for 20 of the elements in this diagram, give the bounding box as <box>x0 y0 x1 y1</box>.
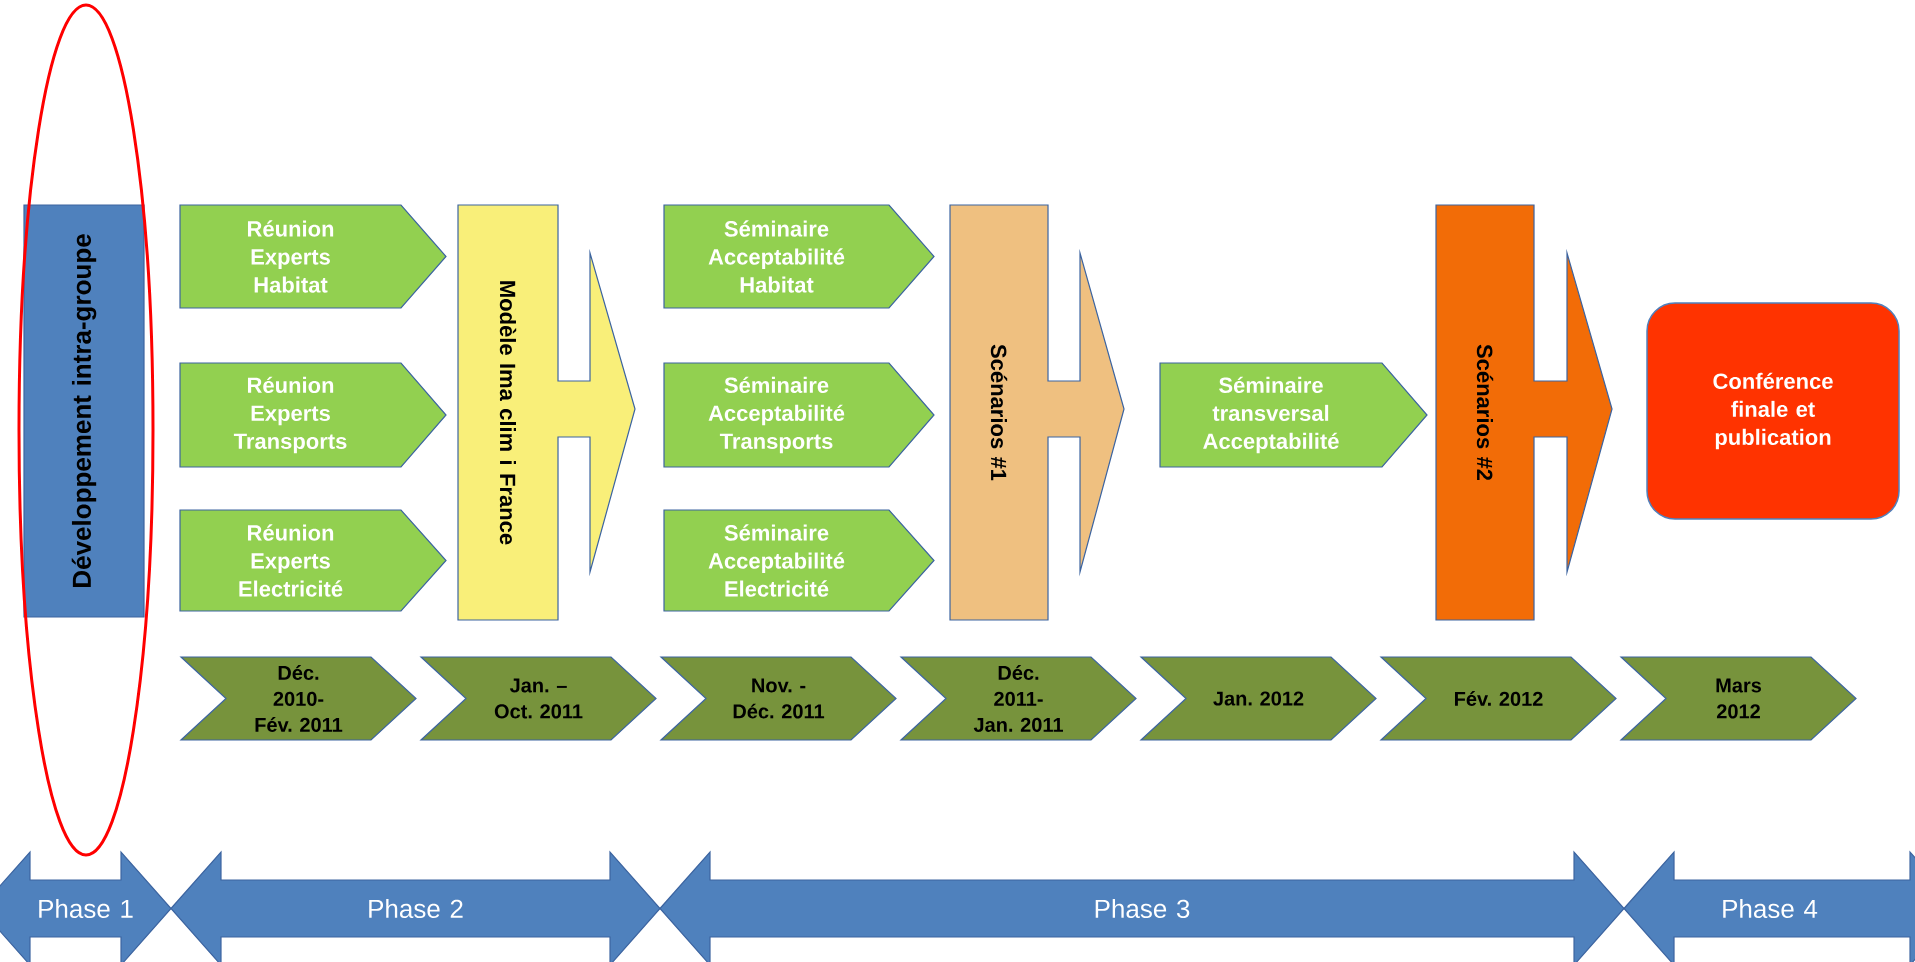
pentagon-box: Réunion Experts Electricité <box>179 509 447 612</box>
phase-band: Phase 2 <box>170 850 661 962</box>
pentagon-box: Réunion Experts Transports <box>179 362 447 468</box>
pentagon-box: Séminaire transversal Acceptabilité <box>1159 362 1428 468</box>
rounded-box: Conférence finale et publication <box>1646 302 1900 520</box>
date-box: Déc. 2011- Jan. 2011 <box>899 656 1137 741</box>
phase-band: Phase 1 <box>0 850 172 962</box>
pentagon-box: Séminaire Acceptabilité Habitat <box>663 204 935 309</box>
pentagon-box: Séminaire Acceptabilité Electricité <box>663 509 935 612</box>
phase-band: Phase 3 <box>659 850 1625 962</box>
pentagon-box: Réunion Experts Habitat <box>179 204 447 309</box>
date-box: Mars 2012 <box>1619 656 1857 741</box>
date-box: Déc. 2010- Fév. 2011 <box>179 656 417 741</box>
date-box: Jan. – Oct. 2011 <box>419 656 657 741</box>
date-box: Fév. 2012 <box>1379 656 1617 741</box>
date-box: Jan. 2012 <box>1139 656 1377 741</box>
process-box: Développement intra-groupe <box>23 204 145 618</box>
phase-band: Phase 4 <box>1623 850 1915 962</box>
date-box: Nov. - Déc. 2011 <box>659 656 897 741</box>
pentagon-box: Séminaire Acceptabilité Transports <box>663 362 935 468</box>
